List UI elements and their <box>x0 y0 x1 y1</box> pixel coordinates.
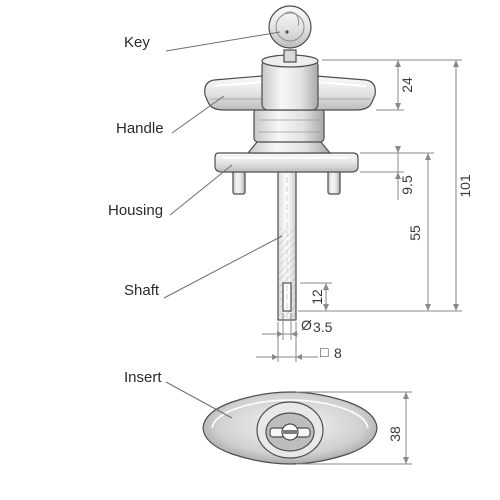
key <box>268 5 312 49</box>
label-insert: Insert <box>124 369 162 386</box>
dim-shaft-length: 55 <box>407 225 423 241</box>
dim-shaft-square-symbol: □ <box>320 344 329 360</box>
key-cylinder <box>261 49 319 111</box>
annotations: Key Handle Housing Shaft Insert <box>108 31 283 419</box>
shaft <box>277 167 297 321</box>
label-shaft: Shaft <box>124 282 160 299</box>
dim-slot-length: 12 <box>309 289 325 305</box>
housing-right-boss <box>327 169 341 195</box>
side-view <box>204 5 376 321</box>
dim-handle-height: 24 <box>399 77 415 93</box>
dim-shaft-square: 8 <box>334 345 342 361</box>
dim-shaft-diameter: 3.5 <box>313 319 333 335</box>
label-housing: Housing <box>108 202 163 219</box>
dim-flange-thickness: 9.5 <box>399 175 415 195</box>
dim-overall-height: 101 <box>457 174 473 198</box>
neck-cylinder <box>253 107 325 143</box>
label-key: Key <box>124 34 150 51</box>
label-handle: Handle <box>116 120 164 137</box>
dimensions: 24 101 9.5 55 12 Ø 3.5 □ 8 <box>256 59 473 465</box>
housing-left-boss <box>232 169 246 195</box>
dim-shaft-diameter-symbol: Ø <box>301 317 312 333</box>
dim-insert-height: 38 <box>387 426 403 442</box>
bottom-view <box>202 391 378 465</box>
